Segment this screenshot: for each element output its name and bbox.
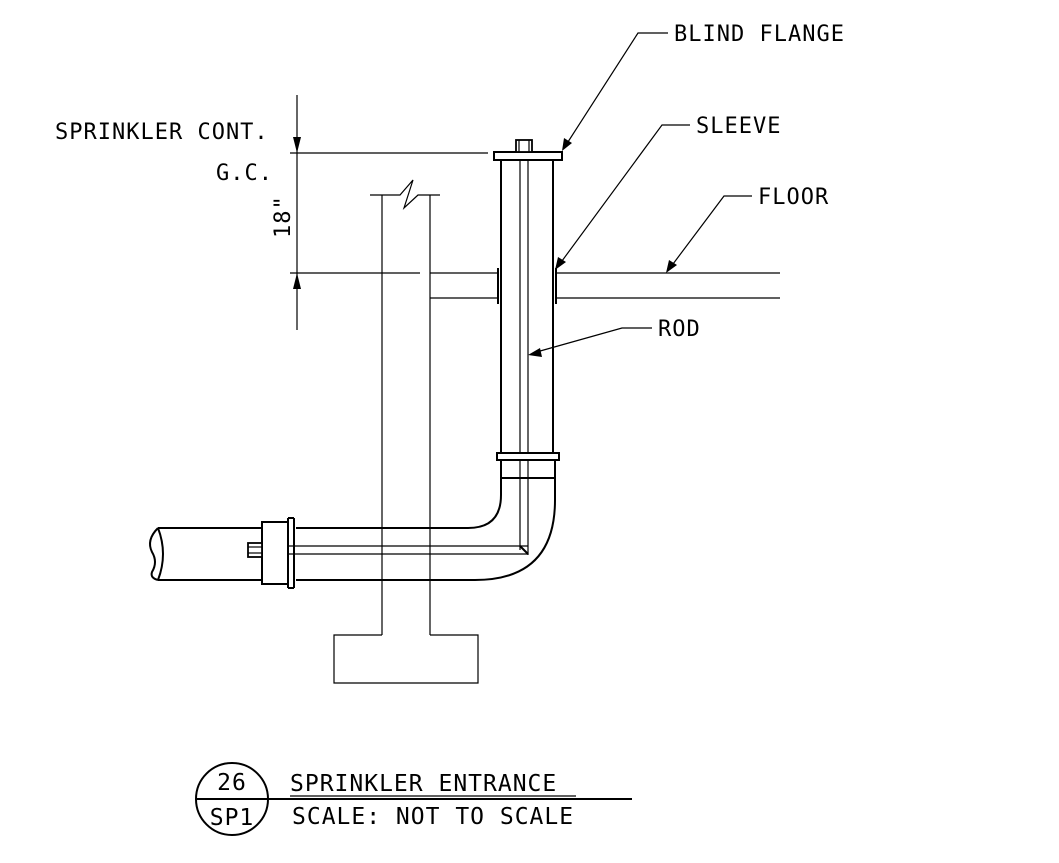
detail-scale: SCALE: NOT TO SCALE [292, 804, 574, 830]
riser-pipe [493, 139, 563, 555]
elbow-and-horizontal-pipe [149, 478, 556, 589]
detail-number: 26 [217, 770, 247, 796]
foundation-wall [333, 179, 479, 684]
blind-flange [493, 151, 563, 161]
label-sleeve: SLEEVE [696, 114, 781, 139]
title-block: 26 SP1 SPRINKLER ENTRANCE SCALE: NOT TO … [195, 762, 632, 836]
floor-slab [430, 268, 780, 304]
detail-title: SPRINKLER ENTRANCE [290, 771, 557, 797]
leader-sleeve [555, 124, 690, 270]
pipe-coupling [496, 452, 560, 461]
sheet-number: SP1 [210, 805, 255, 831]
label-sprinkler-cont: SPRINKLER CONT. [55, 120, 269, 145]
label-blind-flange: BLIND FLANGE [674, 22, 845, 47]
leader-blind-flange [562, 32, 668, 151]
label-gc: G.C. [216, 161, 273, 186]
dimension-18-inch [290, 95, 488, 330]
pipe-flange-joint [261, 521, 289, 585]
label-dimension: 18" [271, 195, 296, 238]
label-floor: FLOOR [758, 185, 829, 210]
leader-floor [666, 195, 752, 273]
label-rod: ROD [658, 317, 701, 342]
leader-rod [528, 327, 652, 357]
